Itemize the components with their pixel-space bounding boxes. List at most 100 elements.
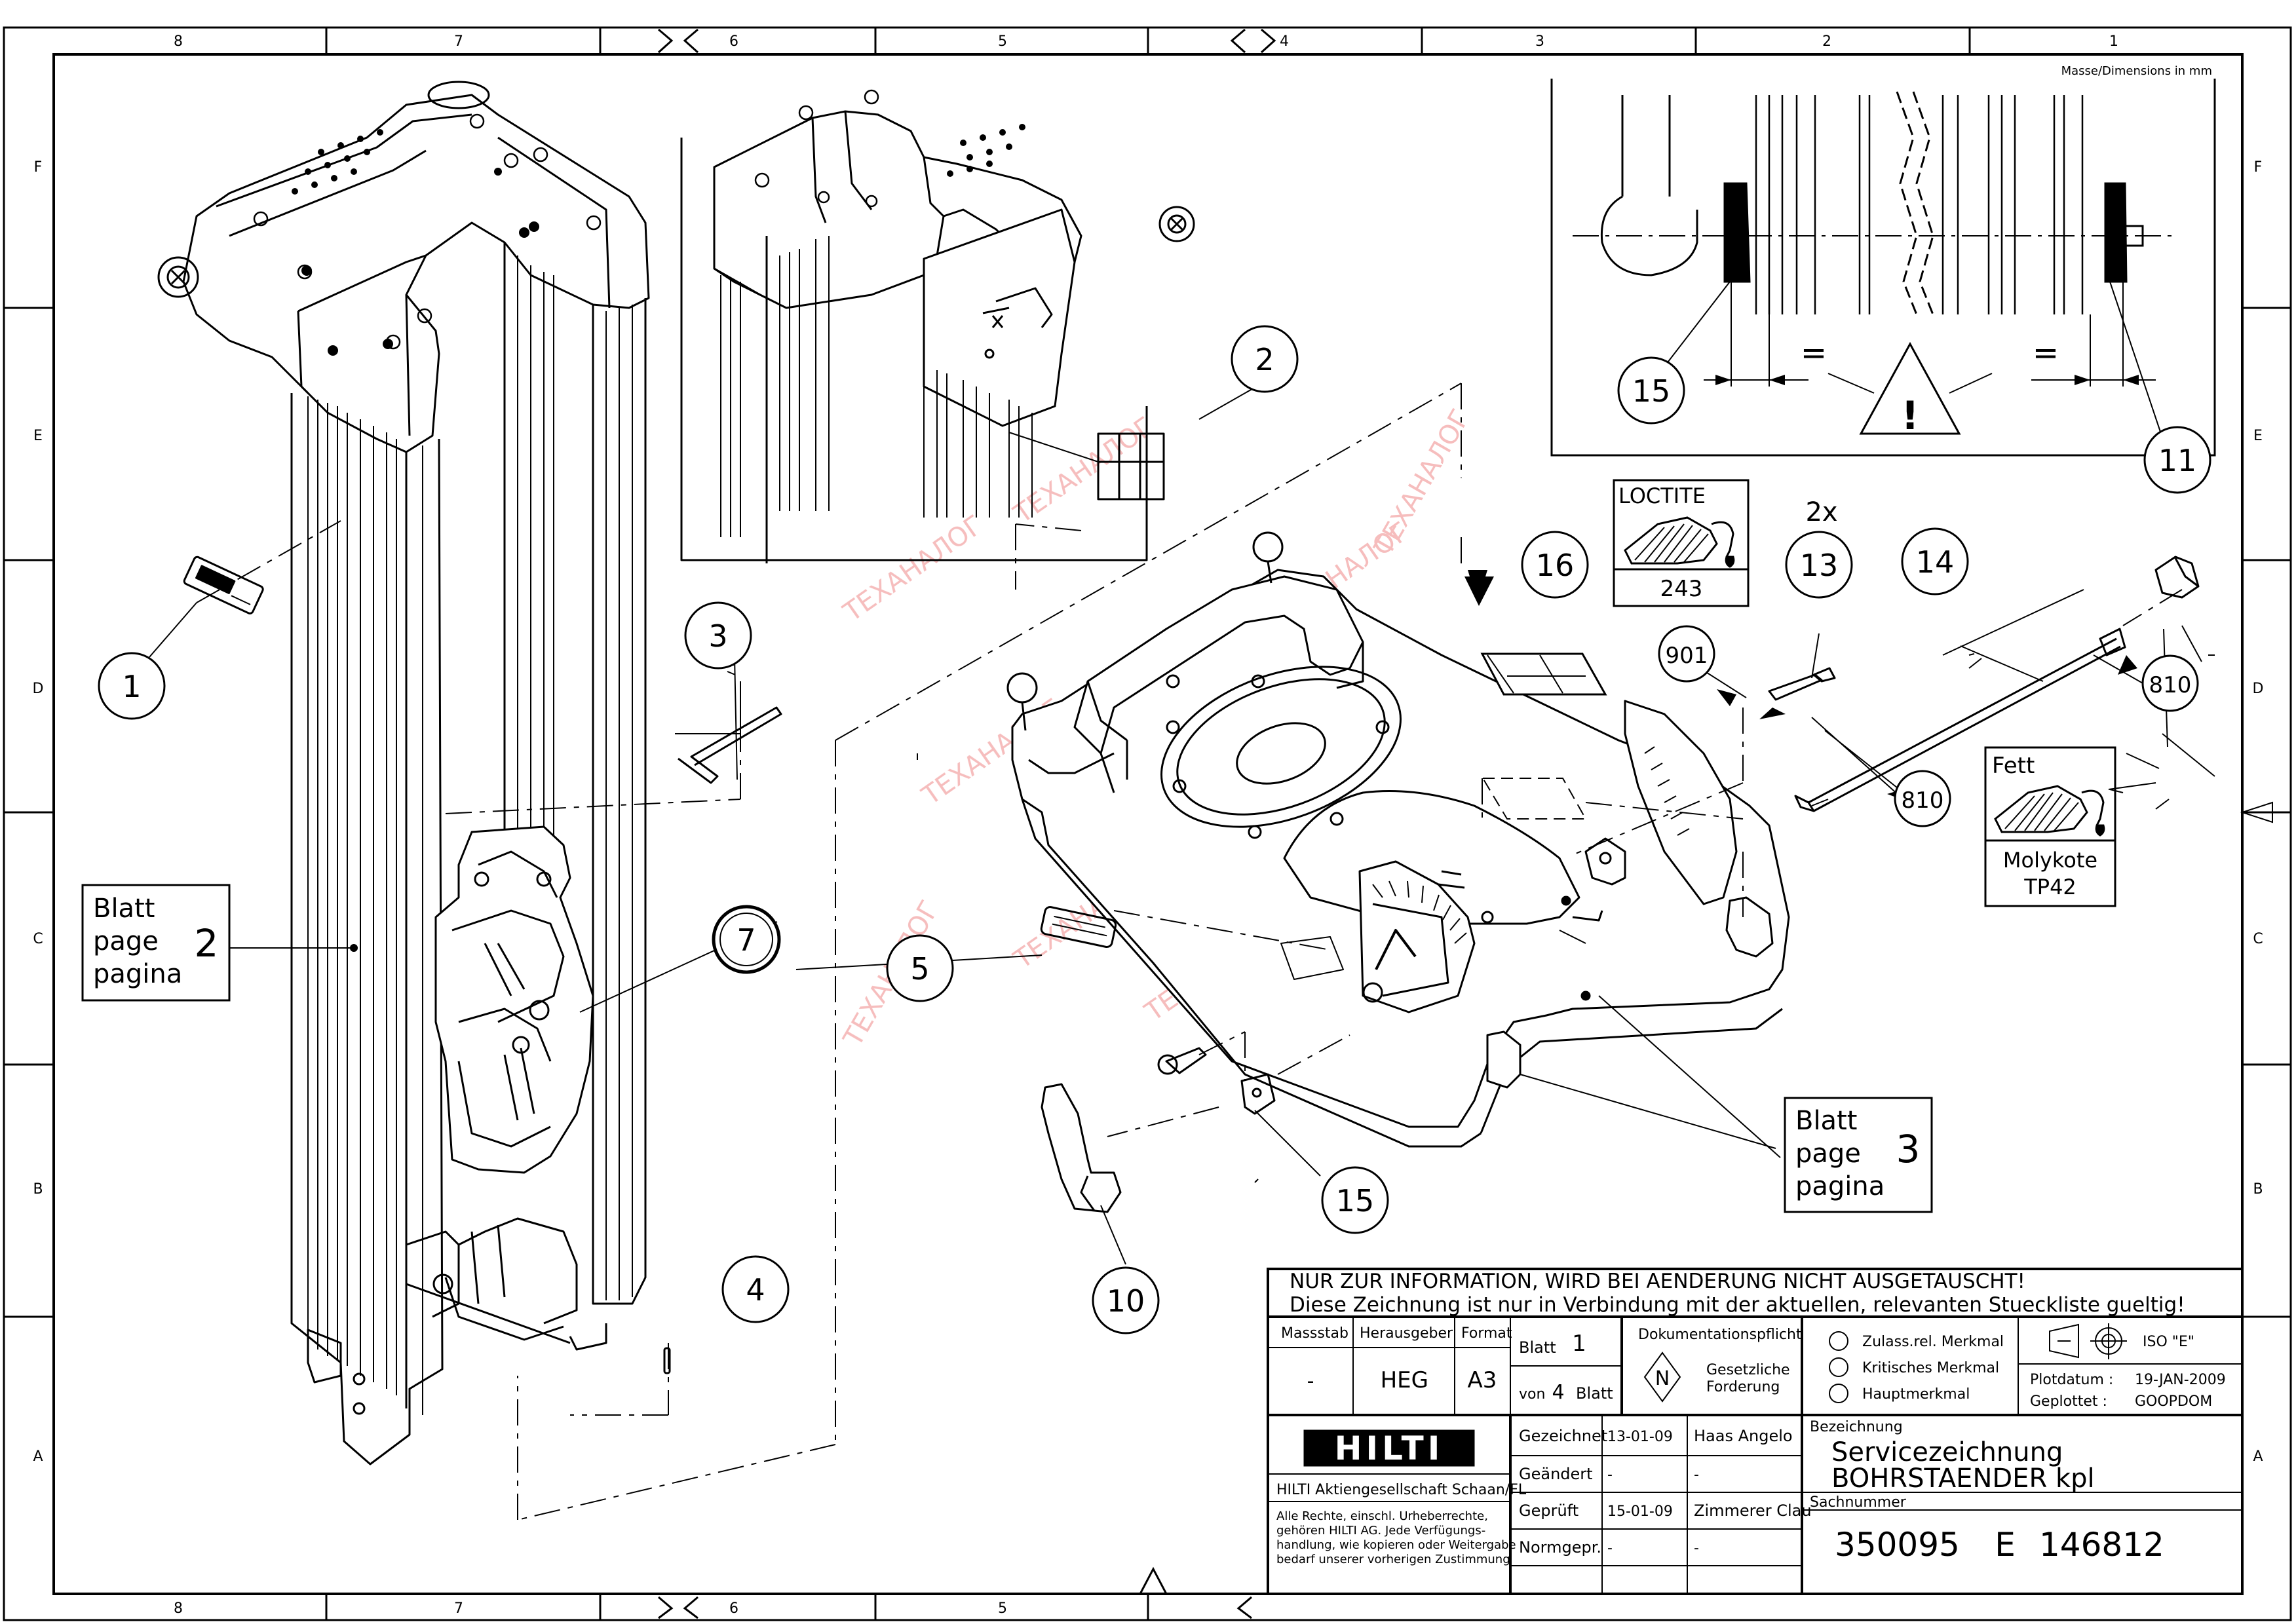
zone-label: 7 [454, 1600, 463, 1617]
tb-plotdatum-value: 19-JAN-2009 [2135, 1372, 2226, 1388]
callout-3: 3 [684, 601, 752, 670]
callout-14: 14 [1901, 527, 1969, 595]
sheet-ref-3-line1: Blatt [1795, 1106, 1857, 1136]
dimension-note: Masse/Dimensions in mm [2061, 64, 2212, 78]
tb-gezeichnet-date: 13-01-09 [1607, 1429, 1673, 1445]
sheet-ref-3-line2: page [1795, 1139, 1861, 1169]
tb-von-unit: Blatt [1576, 1384, 1613, 1403]
callout-2-text: 2 [1255, 342, 1274, 377]
sheet-ref-3: Blatt page pagina 3 [1784, 1097, 1933, 1213]
tb-rights-2: gehören HILTI AG. Jede Verfügungs- [1276, 1524, 1485, 1538]
sheet-ref-2-line2: page [93, 926, 159, 956]
warning-mark: ! [1901, 393, 1919, 439]
tb-merkmal-2: Kritisches Merkmal [1862, 1360, 1999, 1376]
callout-5: 5 [886, 934, 954, 1002]
grease-title: Fett [1992, 753, 2035, 779]
zone-label: A [2253, 1448, 2263, 1465]
equal-sign-right: = [2033, 335, 2059, 371]
tb-geaendert-name: - [1694, 1467, 1699, 1483]
tb-normgepr-date: - [1607, 1540, 1613, 1557]
callout-15-top-text: 15 [1632, 373, 1671, 409]
zone-label: 7 [454, 33, 463, 50]
callout-14-text: 14 [1916, 544, 1955, 580]
tb-sachnummer-label: Sachnummer [1810, 1494, 1907, 1511]
tb-sachnummer-value: 350095 [1835, 1526, 1960, 1564]
tb-herausgeber-label: Herausgeber [1360, 1325, 1453, 1342]
tb-bezeichnung-1: Servicezeichnung [1831, 1437, 2063, 1467]
zone-label: A [33, 1448, 43, 1465]
label-16-plate [1480, 652, 1607, 696]
tb-gezeichnet-name: Haas Angelo [1694, 1427, 1793, 1445]
callout-901: 901 [1658, 625, 1715, 683]
zone-label: F [34, 159, 43, 176]
callout-810-a: 810 [1894, 770, 1951, 827]
zone-label: E [33, 428, 43, 444]
zone-label: E [2253, 428, 2263, 444]
callout-4-text: 4 [746, 1272, 765, 1308]
tb-von-value: 4 [1552, 1381, 1564, 1404]
tb-gezeichnet-label: Gezeichnet [1519, 1427, 1607, 1445]
tb-herausgeber-value: HEG [1381, 1367, 1428, 1393]
zone-label: 2 [1822, 33, 1831, 50]
title-block-texts: NUR ZUR INFORMATION, WIRD BEI AENDERUNG … [1276, 1270, 2226, 1566]
callout-13: 13 [1785, 531, 1853, 599]
tb-index-value: E [1995, 1526, 2016, 1564]
detail-alignment-section [1550, 79, 2216, 457]
zone-label: 5 [998, 1600, 1007, 1617]
zone-label: 4 [1280, 33, 1289, 50]
detail-alignment-texts: = = ! [1801, 335, 2059, 439]
tb-geprueft-date: 15-01-09 [1607, 1503, 1673, 1520]
drill-stand-base [1006, 531, 1790, 1148]
sheet-ref-2-line1: Blatt [93, 894, 155, 924]
zone-label: 3 [1535, 33, 1544, 50]
tb-geplottet-label: Geplottet : [2030, 1393, 2107, 1410]
zone-label: C [2253, 931, 2263, 947]
tb-drawing-number: 146812 [2039, 1526, 2164, 1564]
arrow-901-indicator [1717, 689, 1736, 706]
tb-normgepr-label: Normgepr. [1519, 1538, 1601, 1557]
arrow-810-spindle-indicator [2118, 655, 2137, 675]
arrow-down-indicator [1464, 570, 1494, 606]
callout-3-text: 3 [708, 618, 727, 654]
tb-normgepr-name: - [1694, 1540, 1699, 1557]
tb-bezeichnung-label: Bezeichnung [1810, 1419, 1903, 1435]
callout-15-bottom: 15 [1321, 1166, 1389, 1234]
zone-label: 8 [174, 33, 183, 50]
tb-rights-4: bedarf unserer vorherigen Zustimmung [1276, 1553, 1510, 1566]
sheet-ref-3-number: 3 [1896, 1127, 1921, 1171]
equal-sign-left: = [1801, 335, 1827, 371]
tb-rights-1: Alle Rechte, einschl. Urheberrechte, [1276, 1509, 1488, 1523]
small-parts [183, 556, 2200, 1374]
detail-view-top-center [680, 89, 1195, 563]
drawing-frame [3, 26, 2292, 1621]
callout-11: 11 [2143, 426, 2211, 494]
tb-iso-label: ISO "E" [2143, 1334, 2194, 1350]
callout-7: 7 [712, 905, 781, 974]
zone-label: C [33, 931, 43, 947]
tb-von-label: von [1519, 1386, 1545, 1403]
zone-labels-side: F E D C B A F E D C B A [33, 159, 2264, 1465]
tb-format-value: A3 [1468, 1367, 1497, 1393]
zone-label: D [33, 681, 44, 697]
callout-16: 16 [1521, 531, 1589, 599]
tb-geaendert-date: - [1607, 1467, 1613, 1483]
loctite-number: 243 [1660, 576, 1703, 602]
loctite-box [1613, 479, 1750, 607]
callout-901-text: 901 [1666, 643, 1708, 669]
tb-massstab-label: Massstab [1281, 1325, 1349, 1342]
callout-1: 1 [98, 652, 166, 720]
tb-massstab-value: - [1307, 1370, 1314, 1393]
callout-4: 4 [721, 1255, 790, 1323]
callout-11-text: 11 [2158, 443, 2197, 478]
tb-geplottet-value: GOOPDOM [2135, 1393, 2212, 1410]
callout-2: 2 [1231, 325, 1299, 393]
zone-label: D [2253, 681, 2264, 697]
zone-label: 8 [174, 1600, 183, 1617]
sheet-ref-2-number: 2 [195, 921, 219, 966]
phantom-lines [196, 383, 2183, 1520]
tb-bezeichnung-2: BOHRSTAENDER kpl [1831, 1463, 2095, 1494]
zone-label: B [2253, 1181, 2263, 1198]
grease-box [1984, 746, 2116, 907]
drill-stand-column [157, 81, 650, 1465]
